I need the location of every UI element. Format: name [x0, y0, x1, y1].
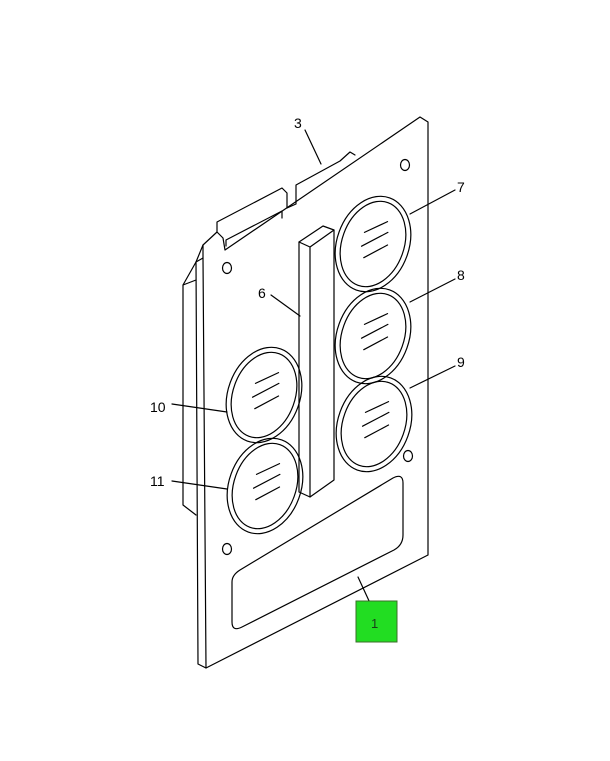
callout-1[interactable]: 1	[371, 616, 378, 631]
mounting-hole-top-right	[399, 158, 411, 172]
divider-strip-edge	[298, 229, 335, 498]
callout-9[interactable]: 9	[457, 354, 465, 370]
mounting-hole-bottom-left	[221, 542, 233, 556]
top-bracket-front	[225, 210, 283, 247]
callout-10[interactable]: 10	[150, 399, 166, 415]
main-plate	[195, 116, 429, 669]
callout-8[interactable]: 8	[457, 267, 465, 283]
leader-line-9	[409, 365, 456, 389]
lens-8	[334, 287, 412, 385]
top-bracket	[216, 151, 356, 233]
leader-line-10	[171, 403, 228, 413]
callout-3[interactable]: 3	[294, 115, 302, 131]
callout-6[interactable]: 6	[258, 285, 266, 301]
callout-11[interactable]: 11	[150, 473, 165, 489]
leader-line-1	[357, 576, 371, 604]
highlight-box-1[interactable]	[355, 600, 398, 643]
mounting-hole-bottom-right	[402, 449, 414, 463]
rear-bracket-lip	[182, 279, 197, 286]
leader-line-3	[304, 129, 322, 165]
leader-line-11	[171, 480, 228, 490]
leader-line-8	[409, 278, 456, 303]
callout-7[interactable]: 7	[457, 179, 465, 195]
rear-bracket-side	[182, 261, 197, 516]
divider-strip	[298, 225, 335, 498]
lens-9	[335, 375, 413, 473]
leader-line-6	[270, 294, 301, 317]
mounting-hole-top-left	[221, 261, 233, 275]
lens-10	[225, 346, 303, 444]
lens-11	[226, 437, 304, 535]
leader-line-7	[409, 189, 456, 215]
lens-7	[334, 195, 412, 293]
label-recess	[231, 475, 404, 630]
